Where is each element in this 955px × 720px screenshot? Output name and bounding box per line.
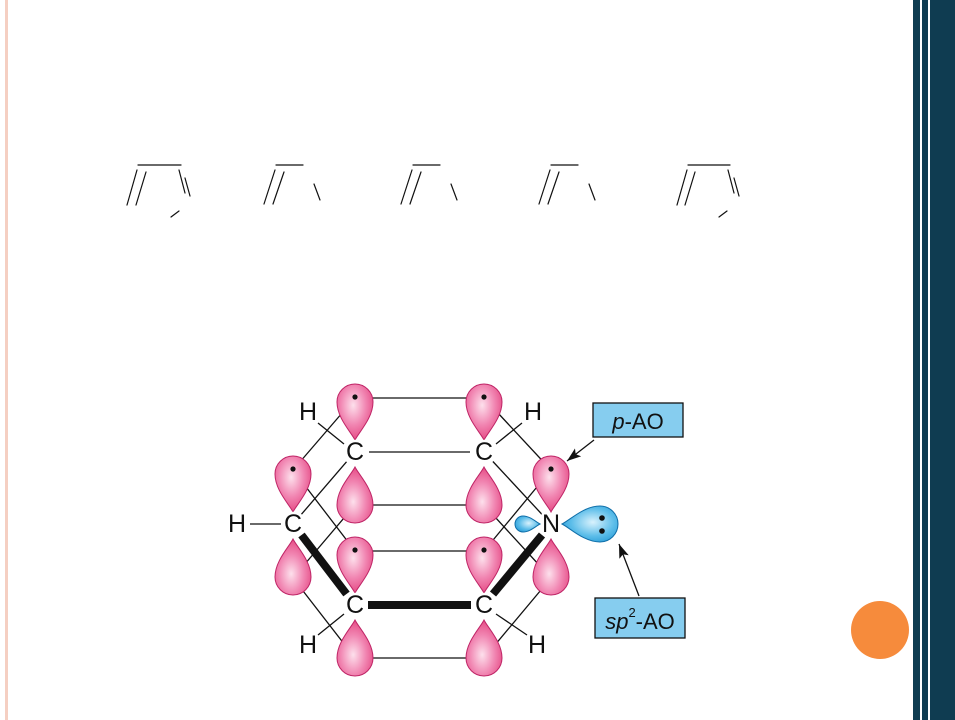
hydrogen-label: H (528, 631, 546, 659)
upper-overlap-face (292, 397, 552, 552)
hydrogen-label: H (228, 510, 246, 538)
ring-bond (492, 461, 543, 515)
bond-stroke (272, 171, 285, 205)
carbon-label: C (475, 591, 493, 619)
bond-stroke (400, 169, 413, 205)
bond-stroke (409, 171, 422, 205)
electron-dot (481, 547, 487, 553)
bond-stroke (126, 169, 138, 206)
bond-stroke (450, 183, 458, 201)
lone-pair-dot (599, 528, 605, 534)
bond-stroke (178, 169, 186, 194)
left-rule (5, 0, 8, 720)
electron-dot (352, 547, 358, 553)
ring-bonds (298, 451, 546, 609)
resonance-structure-2 (263, 164, 321, 205)
side-stripe (920, 0, 922, 720)
p-orbital-upper-lobe (532, 455, 570, 513)
resonance-structure-3 (400, 164, 458, 205)
lone-pair-dot (599, 515, 605, 521)
electron-dot (352, 394, 358, 400)
sp2-ao-label-text: -AO (636, 609, 675, 634)
sp2-ao-label: sp2-AO (605, 605, 675, 634)
c-h-bonds (250, 422, 528, 636)
bond-stroke (684, 171, 696, 206)
carbon-label: C (346, 438, 364, 466)
c-h-bond (495, 422, 523, 445)
p-ao-label-text: -AO (625, 409, 664, 434)
resonance-structure-5 (676, 164, 740, 218)
sp2-ao-label-italic: sp (605, 609, 628, 634)
sp2-ao-callout: sp2-AO (594, 543, 686, 639)
electron-dot (481, 394, 487, 400)
carbon-label: C (346, 591, 364, 619)
c-h-bond (317, 422, 345, 445)
ring-bond (301, 461, 347, 515)
p-orbital-lower-lobe (465, 619, 503, 677)
sp2-orbital-large-lobe (560, 505, 619, 543)
side-stripe (928, 0, 930, 720)
hydrogen-label: H (524, 398, 542, 426)
ring-bond-front (298, 532, 350, 597)
electron-dot (548, 466, 554, 472)
carbon-label: C (475, 438, 493, 466)
bond-stroke (547, 171, 560, 205)
bond-stroke (733, 177, 740, 197)
accent-circle (851, 601, 909, 659)
atom-labels: C C C N C C H H H H H (225, 396, 562, 662)
bond-stroke (727, 169, 735, 194)
bond-stroke (170, 210, 180, 218)
sp2-orbital-small-lobe (514, 515, 542, 533)
bond-stroke (263, 169, 276, 205)
sp2-ao-arrow (618, 543, 640, 597)
bond-stroke (538, 169, 551, 205)
c-h-bond (495, 613, 528, 636)
lower-overlap-face (292, 504, 552, 659)
p-orbital-lower-lobe (336, 619, 374, 677)
bond-stroke (718, 210, 728, 218)
p-orbital-lower-lobe (465, 466, 503, 524)
nitrogen-label: N (542, 510, 560, 538)
p-orbital-upper-lobe (465, 383, 503, 441)
sp2-orbital (514, 505, 619, 543)
p-orbital-lower-lobe (274, 538, 312, 596)
resonance-structure-4 (538, 164, 596, 205)
hydrogen-label: H (299, 631, 317, 659)
bond-stroke (588, 183, 596, 201)
p-ao-callout: p-AO (566, 402, 684, 462)
pyridine-orbital-diagram: C C C N C C H H H H H p-AO sp2-AO (225, 383, 686, 677)
bond-stroke (135, 171, 147, 206)
p-ao-label: p-AO (611, 409, 663, 434)
p-orbital-upper-lobe (274, 455, 312, 513)
p-ao-label-box (592, 402, 684, 438)
bond-stroke (184, 177, 191, 197)
p-electrons (290, 394, 554, 553)
p-orbital-lower-lobe (336, 466, 374, 524)
bond-stroke (313, 183, 321, 201)
carbon-label: C (284, 510, 302, 538)
electron-dot (290, 466, 296, 472)
ring-bond-front (489, 532, 546, 597)
resonance-structure-1 (126, 164, 191, 218)
p-ao-arrow (566, 439, 595, 462)
p-orbital-lower-lobe (532, 538, 570, 596)
p-orbital-upper-lobe (336, 383, 374, 441)
sp2-ao-label-superscript: 2 (628, 605, 635, 620)
sp2-ao-label-box (594, 597, 686, 639)
hydrogen-label: H (299, 398, 317, 426)
c-h-bond (317, 613, 345, 636)
bond-stroke (676, 169, 688, 206)
p-ao-label-italic: p (611, 409, 624, 434)
